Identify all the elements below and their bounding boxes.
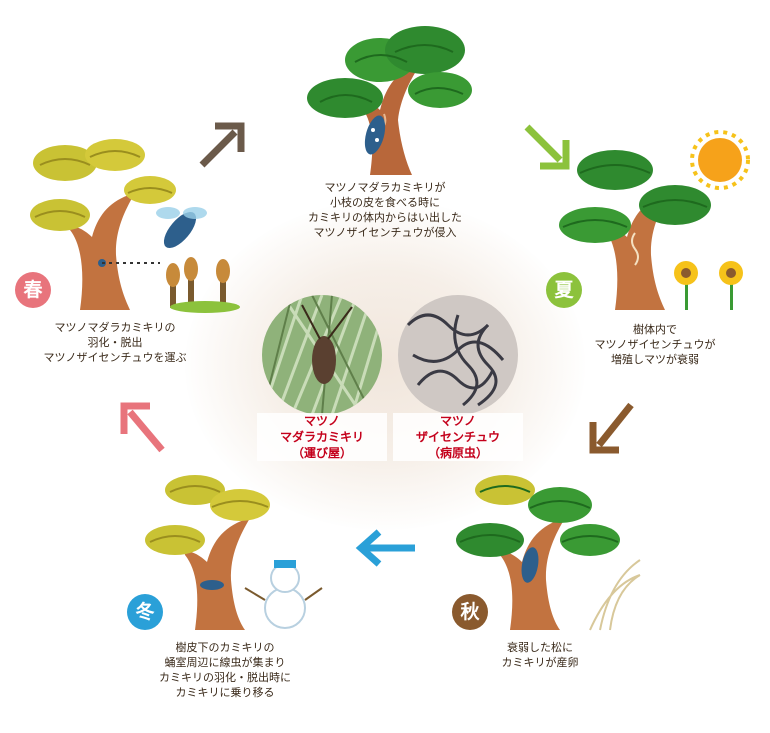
winter-caption: 樹皮下のカミキリの 蛹室周辺に線虫が集まり カミキリの羽化・脱出時に カミキリに… bbox=[159, 641, 291, 699]
beetle-label-line1: マツノ bbox=[257, 413, 387, 429]
summer-badge: 夏 bbox=[546, 272, 582, 308]
autumn-badge: 秋 bbox=[452, 594, 488, 630]
nematode-photo bbox=[398, 295, 518, 415]
top-caption: マツノマダラカミキリが 小枝の皮を食べる時に カミキリの体内からはい出した マツ… bbox=[308, 181, 462, 239]
spring-badge: 春 bbox=[15, 272, 51, 308]
arrow-spring-to-top bbox=[199, 122, 245, 168]
center-glow bbox=[185, 200, 585, 530]
beetle-label-line3: （運び屋） bbox=[257, 445, 387, 461]
winter-badge: 冬 bbox=[127, 594, 163, 630]
arrow-autumn-to-winter bbox=[355, 529, 415, 567]
beetle-photo bbox=[262, 295, 382, 415]
spring-tree-illustration bbox=[30, 139, 240, 313]
arrow-winter-to-spring bbox=[120, 402, 165, 453]
nematode-label: マツノ ザイセンチュウ （病原虫） bbox=[393, 413, 523, 461]
beetle-label: マツノ マダラカミキリ （運び屋） bbox=[257, 413, 387, 461]
arrow-top-to-summer bbox=[524, 124, 570, 170]
summer-tree-illustration bbox=[559, 130, 750, 310]
spring-caption: マツノマダラカミキリの 羽化・脱出 マツノザイセンチュウを運ぶ bbox=[43, 321, 187, 364]
nematode-label-line3: （病原虫） bbox=[393, 445, 523, 461]
winter-tree-illustration bbox=[145, 475, 323, 630]
arrow-summer-to-autumn bbox=[589, 402, 634, 454]
autumn-tree-illustration bbox=[456, 475, 641, 631]
nematode-label-line1: マツノ bbox=[393, 413, 523, 429]
top-tree-illustration bbox=[307, 26, 472, 175]
autumn-caption: 衰弱した松に カミキリが産卵 bbox=[501, 641, 579, 669]
nematode-label-line2: ザイセンチュウ bbox=[393, 429, 523, 445]
summer-caption: 樹体内で マツノザイセンチュウが 増殖しマツが衰弱 bbox=[594, 323, 716, 366]
beetle-label-line2: マダラカミキリ bbox=[257, 429, 387, 445]
